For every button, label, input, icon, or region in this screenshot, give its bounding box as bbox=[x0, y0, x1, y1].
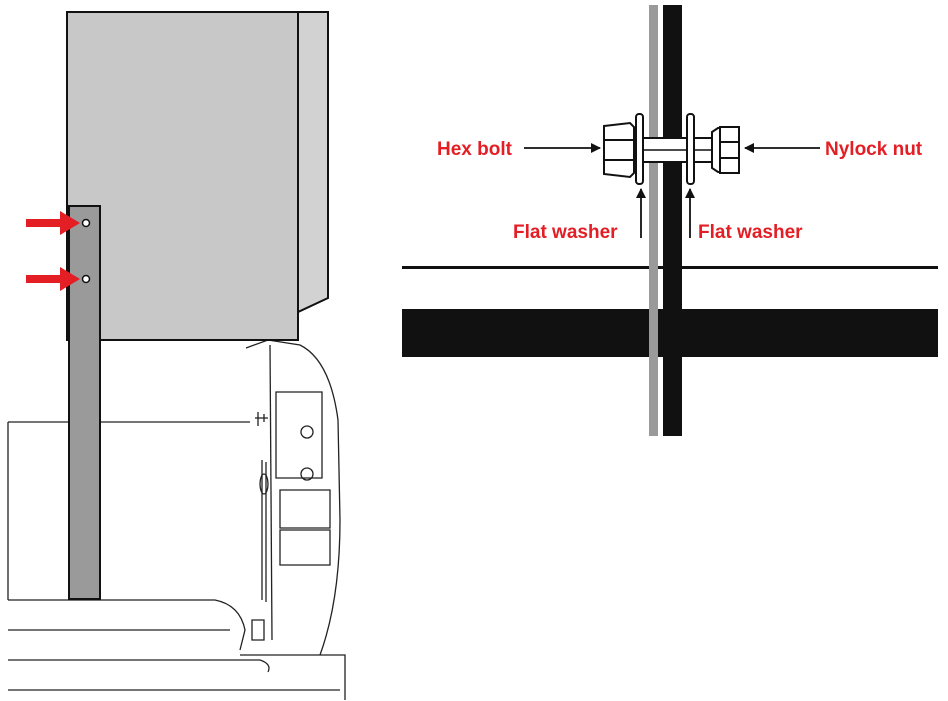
gray-plate bbox=[649, 5, 658, 436]
tailgate bbox=[8, 599, 346, 700]
black-plate bbox=[663, 5, 682, 436]
hex-bolt-head bbox=[603, 121, 635, 179]
hardware-cross-section: Hex bolt Nylock nut Flat washer Flat was… bbox=[402, 5, 938, 436]
mounted-box bbox=[66, 11, 329, 341]
bed-wall-outline bbox=[7, 421, 250, 600]
red-arrow-upper bbox=[26, 211, 80, 235]
flat-washer-right-shape bbox=[686, 113, 695, 185]
flat-washer-left-label: Flat washer bbox=[513, 222, 618, 243]
hex-bolt-label: Hex bolt bbox=[437, 139, 513, 160]
bolt-hole-upper bbox=[81, 218, 91, 228]
red-arrow-lower bbox=[26, 267, 80, 291]
bolt-hole-lower bbox=[81, 274, 91, 284]
flat-washer-left-shape bbox=[635, 113, 644, 185]
truck-bed-illustration bbox=[7, 11, 346, 700]
vertical-bracket bbox=[68, 205, 101, 600]
nylock-nut-shape bbox=[711, 126, 740, 174]
nylock-nut-label: Nylock nut bbox=[825, 139, 923, 160]
tail-light-assembly bbox=[245, 339, 341, 656]
flat-washer-right-label: Flat washer bbox=[698, 222, 803, 243]
